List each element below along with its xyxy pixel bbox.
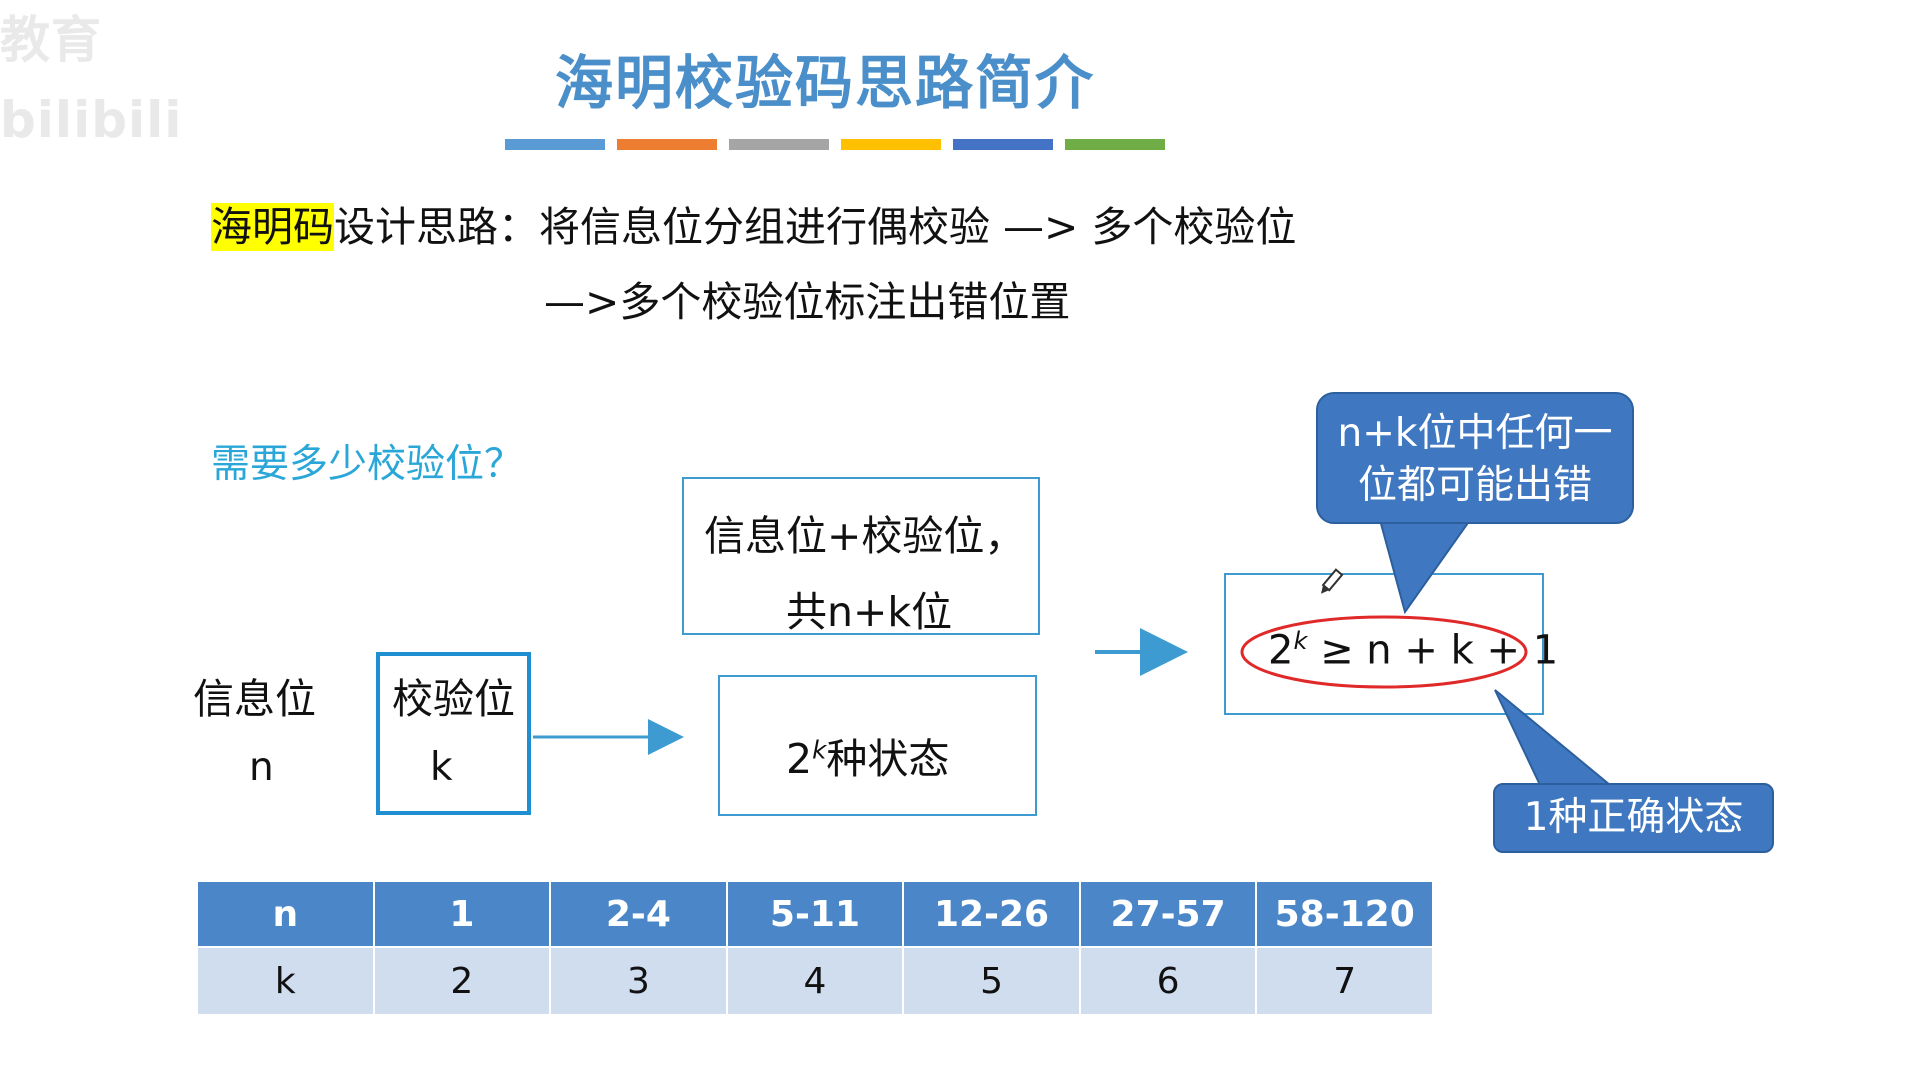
formula-box	[1224, 573, 1544, 715]
states-base: 2	[786, 735, 813, 783]
callout-top-line-2: 位都可能出错	[1357, 463, 1592, 508]
design-idea-line-1: 海明码设计思路：将信息位分组进行偶校验 —> 多个校验位	[211, 193, 1296, 253]
color-bar	[729, 139, 829, 150]
table-cell: 2-4	[549, 880, 728, 948]
n-k-table: n 1 2-4 5-11 12-26 27-57 58-120 k 2 3 4 …	[196, 880, 1434, 1016]
table-cell: 58-120	[1255, 880, 1434, 948]
color-bar	[617, 139, 717, 150]
red-circle-annotation	[1240, 615, 1528, 689]
bilibili-watermark: 教育 bilibili	[0, 11, 183, 149]
states-text: 2k种状态	[786, 725, 949, 785]
table-cell: 3	[549, 946, 728, 1016]
table-cell: 6	[1078, 946, 1258, 1016]
color-bar	[505, 139, 605, 150]
callout-top-tail	[1378, 519, 1472, 615]
total-bits-line-1: 信息位+校验位，	[704, 512, 1026, 560]
table-cell: 7	[1255, 946, 1434, 1016]
table-cell: k	[196, 946, 375, 1016]
states-box	[718, 675, 1037, 816]
total-bits-box	[682, 477, 1040, 635]
check-bits-box	[376, 652, 531, 815]
table-cell: 5	[902, 946, 1081, 1016]
states-suffix: 种状态	[826, 735, 950, 783]
color-bar	[841, 139, 941, 150]
formula-exponent: k	[1293, 627, 1308, 655]
hamming-code-highlight: 海明码	[211, 203, 334, 251]
color-bar	[953, 139, 1053, 150]
table-cell: 1	[372, 880, 552, 948]
table-cell: 12-26	[902, 880, 1081, 948]
table-cell: 4	[725, 946, 905, 1016]
table-header-row: n 1 2-4 5-11 12-26 27-57 58-120	[196, 880, 1434, 948]
callout-bottom-tail	[1494, 689, 1613, 786]
color-bar	[1065, 139, 1165, 150]
info-bits-label: 信息位	[193, 675, 316, 723]
table-cell: 2	[372, 946, 552, 1016]
design-idea-text: 设计思路：将信息位分组进行偶校验 —> 多个校验位	[334, 203, 1297, 251]
states-exponent: k	[812, 735, 827, 765]
table-cell: 27-57	[1078, 880, 1258, 948]
pen-icon	[1321, 568, 1344, 594]
table-row: k 2 3 4 5 6 7	[196, 946, 1434, 1016]
table-cell: 5-11	[725, 880, 905, 948]
total-bits-line-2: 共n+k位	[786, 588, 953, 636]
formula-text: 2k ≥ n + k + 1	[1268, 627, 1558, 673]
table-cell: n	[196, 880, 375, 948]
slide-title: 海明校验码思路简介	[554, 49, 1095, 117]
formula-inequality: ≥ n + k + 1	[1307, 627, 1559, 674]
callout-any-bit-error: n+k位中任何一 位都可能出错	[1316, 392, 1634, 524]
check-bits-label: 校验位	[392, 675, 515, 723]
formula-base: 2	[1268, 627, 1294, 674]
check-bits-var: k	[430, 745, 453, 790]
design-idea-line-2: —>多个校验位标注出错位置	[544, 278, 1071, 326]
callout-one-correct-state: 1种正确状态	[1493, 783, 1774, 853]
info-bits-var: n	[249, 745, 274, 790]
question-text: 需要多少校验位？	[211, 442, 524, 487]
callout-top-line-1: n+k位中任何一	[1337, 411, 1613, 456]
